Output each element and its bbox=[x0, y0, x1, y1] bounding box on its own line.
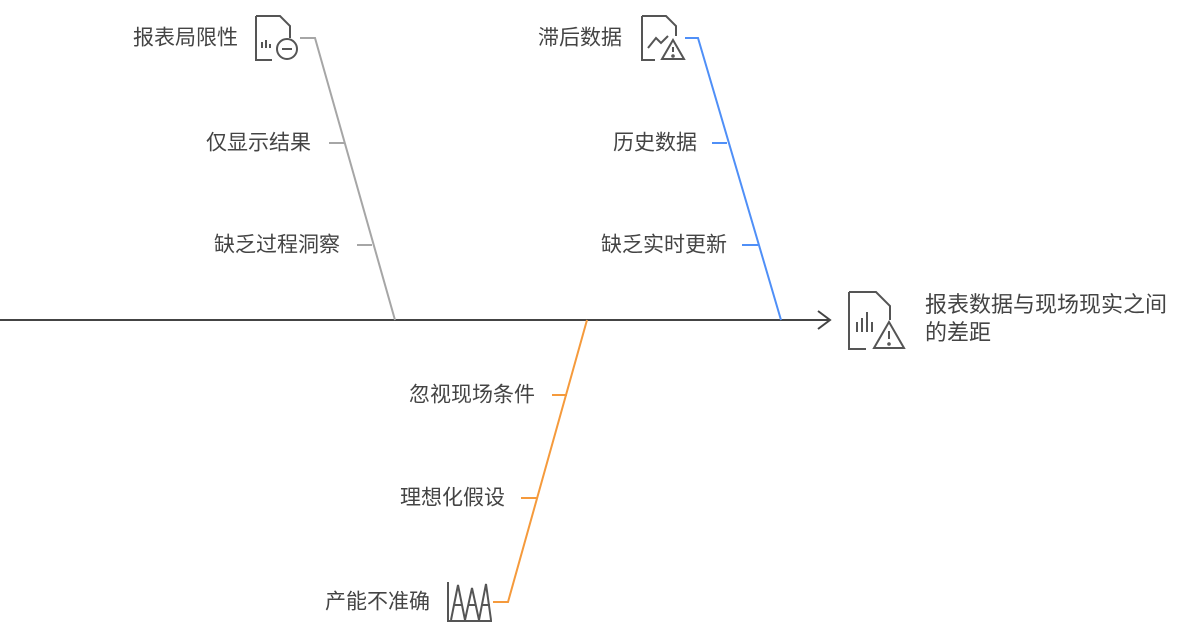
cause-label: 理想化假设 bbox=[400, 485, 505, 510]
branch-label: 报表局限性 bbox=[133, 25, 238, 50]
branch-gray-line bbox=[300, 37, 396, 321]
cause-label: 仅显示结果 bbox=[206, 130, 311, 155]
cause-label: 缺乏过程洞察 bbox=[214, 232, 340, 257]
spikes-icon bbox=[447, 582, 492, 622]
cause-label: 缺乏实时更新 bbox=[601, 232, 727, 257]
branch-orange-line bbox=[493, 319, 588, 603]
cause-label: 历史数据 bbox=[613, 130, 697, 155]
branch-label: 产能不准确 bbox=[325, 589, 430, 614]
effect-label: 报表数据与现场现实之间的差距 bbox=[925, 293, 1168, 346]
branch-blue-line bbox=[685, 37, 782, 321]
cause-label: 忽视现场条件 bbox=[409, 382, 535, 407]
chart-warning-icon bbox=[641, 15, 686, 61]
branch-label: 滞后数据 bbox=[538, 25, 622, 50]
report-warning-icon bbox=[848, 291, 906, 350]
spine bbox=[0, 310, 832, 330]
report-minus-icon bbox=[255, 15, 298, 61]
